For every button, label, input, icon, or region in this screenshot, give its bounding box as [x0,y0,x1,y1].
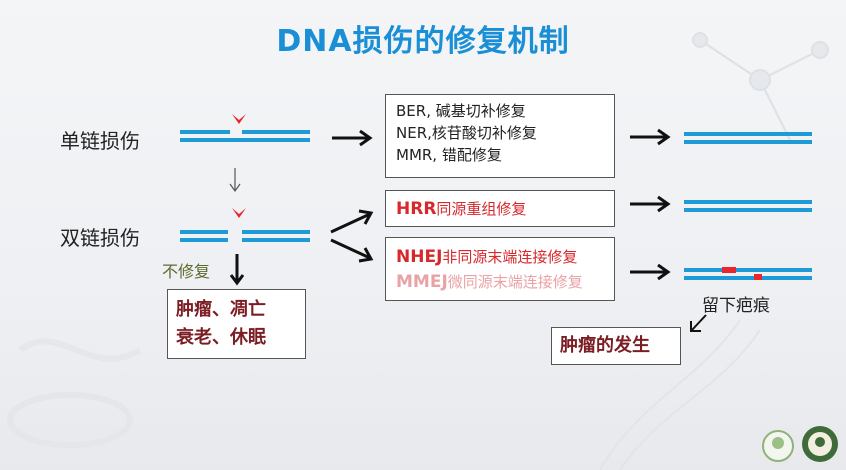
ner-line: NER,核苷酸切补修复 [396,124,537,142]
scar-mark [722,267,736,273]
no-repair-label: 不修复 [162,262,211,281]
mmr-line: MMR, 错配修复 [396,146,502,164]
arrow-right-icon [630,195,671,213]
repaired-dna [684,130,812,146]
progression-arrow-icon [229,168,241,193]
single-strand-damage-label: 单链损伤 [60,129,140,153]
logo-icon [762,430,794,462]
dna-bottom-strand [684,276,812,280]
repaired-dna [684,198,812,214]
arrow-right-icon [630,263,671,281]
outcome-line-2: 衰老、休眠 [176,327,266,348]
mmej-name: 微同源末端连接修复 [447,273,583,291]
dna-top-strand-right [242,230,310,234]
seal-logo-icon [802,426,838,462]
arrow-right-icon [630,128,671,146]
dna-bottom-strand [684,208,812,212]
nhej-mmej-box: NHEJ非同源末端连接修复 MMEJ微同源末端连接修复 [385,237,615,301]
hrr-abbr: HRR [396,199,437,219]
double-strand-damage-label: 双链损伤 [60,226,140,250]
hrr-name: 同源重组修复 [436,200,527,218]
outcome-line-1: 肿瘤、凋亡 [176,299,266,320]
dna-top-strand [684,200,812,204]
dna-top-strand-left [180,130,230,134]
dna-top-strand-left [180,230,228,234]
nhej-name: 非同源末端连接修复 [442,248,578,266]
dna-bottom-strand-right [242,238,310,242]
damage-marker-icon [232,114,246,124]
single-strand-repair-box: BER, 碱基切补修复 NER,核苷酸切补修复 MMR, 错配修复 [385,94,615,178]
outcome-box: 肿瘤、凋亡 衰老、休眠 [167,289,306,359]
scar-mark [754,274,762,280]
arrow-down-right-icon [330,238,374,263]
single-damaged-dna [180,128,310,148]
dna-top-strand [684,132,812,136]
arrow-right-icon [332,129,373,147]
arrow-down-left-icon [690,314,707,332]
nhej-abbr: NHEJ [396,247,443,267]
mmej-abbr: MMEJ [396,272,448,292]
tumor-box: 肿瘤的发生 [551,327,681,365]
page-title: DNA损伤的修复机制 [276,24,570,59]
damage-marker-icon [232,208,246,218]
dna-bottom-strand-left [180,238,228,242]
arrow-up-right-icon [330,209,374,234]
dna-bottom-strand [180,138,310,142]
dna-bottom-strand [684,140,812,144]
ber-line: BER, 碱基切补修复 [396,102,526,120]
scar-label: 留下疤痕 [702,296,770,316]
scarred-dna [684,266,812,282]
dna-top-strand [684,268,812,272]
dna-top-strand-right [242,130,310,134]
hrr-box: HRR同源重组修复 [385,190,615,227]
down-arrow-icon [229,254,245,286]
double-damaged-dna [180,228,310,248]
tumor-label: 肿瘤的发生 [560,335,650,356]
